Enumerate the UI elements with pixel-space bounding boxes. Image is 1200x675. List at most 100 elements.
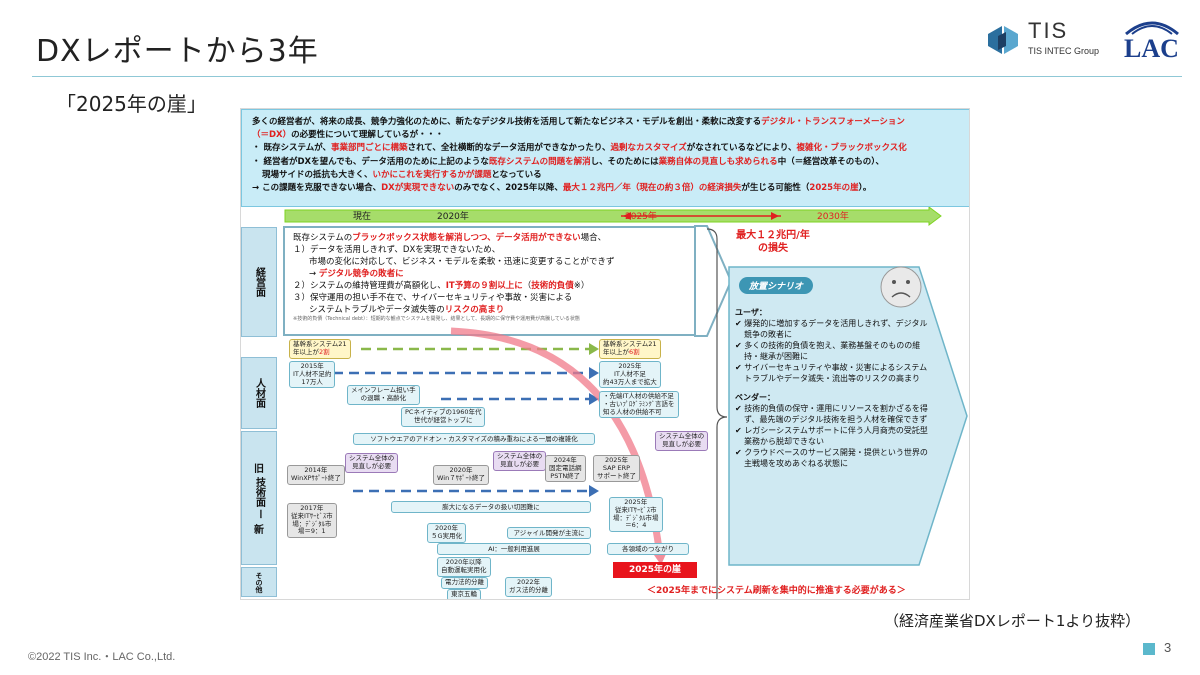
tag-text: Win７ｻﾎﾟｰﾄ終了 (437, 473, 485, 482)
scenario-user-item: ✔ 爆発的に増加するデータを活用しきれず、デジタル競争の敗者に (735, 319, 928, 340)
tag-text: 従来ITｻｰﾋﾞｽ市 (291, 511, 333, 520)
management-text: １）データを活用しきれず、DXを実現できないため、 (293, 245, 501, 256)
tech-2024-tag: 2024年 固定電話網 PSTN終了 (545, 455, 586, 483)
scenario-vendor-heading: ベンダー： (735, 393, 775, 403)
whole-review-left-tag: システム全体の 見直しが必要 (345, 453, 399, 473)
summary-text: の必要性について理解しているが・・・ (291, 130, 444, 141)
people-2025-tag: 2025年 IT人材不足 約43万人まで拡大 (599, 361, 661, 389)
sad-face-icon (880, 266, 922, 308)
tab-other: その他 (241, 567, 277, 597)
loss-suffix: の損失 (758, 243, 788, 254)
tab-technology-old: 旧 (254, 464, 264, 475)
timeline-bracket (706, 228, 728, 599)
tag-year: 2020年 (449, 466, 473, 474)
tag-year: 2014年 (304, 466, 328, 474)
management-text: 市場の変化に対応して、ビジネス・モデルを柔軟・迅速に変更することができず (309, 257, 615, 268)
tag-year: 2024年 (553, 456, 577, 464)
management-text: ※） (573, 281, 590, 292)
summary-text: されて、全社横断的なデータ活用ができなかったり、 (407, 143, 611, 154)
tech-2020-tag: 2020年 Win７ｻﾎﾟｰﾄ終了 (433, 465, 489, 485)
scenario-vendor-item: ✔ クラウドベースのサービス開発・提供という世界の主戦場を攻めあぐねる状態に (735, 448, 928, 469)
tag-text-emphasis: 2割 (319, 347, 330, 356)
timeline-2030: 2030年 (817, 212, 849, 222)
summary-text-emphasis: DXが実現できない (381, 182, 455, 193)
core-system-left-tag: 基幹系システム21 年以上が2割 (289, 339, 351, 359)
dx-report-diagram: 多くの経営者が、将来の成長、競争力強化のために、新たなデジタル技術を活用して新た… (240, 108, 970, 600)
summary-text: が生じる可能性（ (741, 182, 810, 193)
tag-year: 2025年 (618, 362, 642, 370)
tag-text: 場：ﾃﾞｼﾞﾀﾙ市 (292, 519, 332, 528)
tag-text: 見直しが必要 (662, 439, 702, 448)
copyright: ©2022 TIS Inc.・LAC Co.,Ltd. (28, 651, 176, 663)
scenario-vendor-item: ✔ 技術的負債の保守・運用にリソースを割かざるを得ず、最先端のデジタル技術を担う… (735, 404, 928, 425)
slide-subtitle: 「2025年の崖」 (56, 92, 207, 116)
tis-logo: TIS TIS INTEC Group (984, 18, 1114, 62)
tech-2014-tag: 2014年 WinXPｻﾎﾟｰﾄ終了 (287, 465, 345, 485)
tag-text: 知る人材の供給不可 (603, 407, 662, 416)
tag-text: PCネイティブの1960年代 (405, 408, 482, 416)
tag-text: 見直しが必要 (500, 459, 540, 468)
management-box: 既存システムのブラックボックス状態を解消しつつ、データ活用ができない場合、 １）… (283, 226, 697, 336)
summary-text: 現場サイドの抵抗も大きく、 (262, 169, 373, 180)
management-text-emphasis: デジタル競争の敗者に (318, 269, 404, 280)
tag-text: 従来ITｻｰﾋﾞｽ市 (614, 505, 657, 514)
scenario-user-heading: ユーザ： (735, 308, 767, 317)
scenario-user-item: ✔ 多くの技術的負債を抱え、業務基盤そのものの維持・継承が困難に (735, 341, 921, 362)
mainframe-tag: メインフレーム担い手 の退職・高齢化 (347, 385, 420, 405)
tag-year: 2015年 (300, 362, 324, 370)
advanced-it-tag: ・先端IT人材の供給不足 ・古いﾌﾟﾛｸﾞﾗﾐﾝｸﾞ言語を 知る人材の供給不可 (599, 391, 679, 419)
scenario-arrow-shape (728, 266, 968, 566)
tag-year: 2025年 (604, 456, 629, 464)
summary-text: 多くの経営者が、将来の成長、競争力強化のために、新たなデジタル技術を活用して新た… (252, 117, 762, 127)
summary-text-emphasis: 既存システムの問題を解消 (488, 156, 591, 167)
tag-year: 2022年 (516, 578, 541, 586)
source-citation: （経済産業省DXレポート1より抜粋） (884, 612, 1141, 630)
scenario-content: ユーザ： ✔ 爆発的に増加するデータを活用しきれず、デジタル競争の敗者に ✔ 多… (735, 303, 931, 469)
bottom-message: ＜2025年までにシステム刷新を集中的に推進する必要がある＞ (647, 586, 906, 596)
technical-debt-note: ※技術的負債（Technical debt）：短期的な観点でシステムを開発し、結… (293, 316, 580, 323)
lac-logo: LAC (1120, 16, 1184, 64)
page-number: 3 (1164, 640, 1172, 655)
summary-text-emphasis: （＝DX） (252, 130, 292, 141)
tab-technology: 旧 技術面 ー 新 (241, 431, 277, 565)
management-text-emphasis: リスクの高まり (444, 305, 505, 316)
addon-band: ソフトウエアのアドオン・カスタマイズの積み重ねによる一層の複雑化 (353, 433, 595, 445)
connect-band: 各領域のつながり (607, 543, 689, 555)
tag-text: 場＝9：1 (297, 527, 326, 536)
management-arrow: → (309, 269, 317, 280)
summary-text: し、そのためには (590, 156, 659, 167)
tag-text: システム全体の (497, 452, 543, 460)
tech-5g-tag: 2020年 ５G実用化 (427, 523, 467, 543)
other-auto-tag: 2020年以降 自動運転実用化 (437, 557, 491, 577)
summary-text: となっている (491, 169, 542, 180)
tag-text: ガス法的分離 (509, 585, 548, 594)
management-text: （ (522, 281, 532, 292)
other-olympics-tag: 東京五輪 (447, 589, 481, 599)
lac-logo-arc-icon (1125, 21, 1179, 36)
tag-text: SAP ERP (602, 463, 631, 472)
tag-year: 2025年 (624, 498, 648, 506)
tag-text: ５G実用化 (431, 531, 463, 540)
tag-text: 基幹系システム21 (603, 340, 657, 348)
summary-text: ）。 (858, 182, 872, 193)
tag-year: 2017年 (300, 504, 324, 512)
tech-2017-tag: 2017年 従来ITｻｰﾋﾞｽ市 場：ﾃﾞｼﾞﾀﾙ市 場＝9：1 (287, 503, 337, 539)
other-gas-tag: 2022年 ガス法的分離 (505, 577, 552, 597)
summary-text: のみでなく、2025年以降、 (454, 182, 563, 193)
tag-text: 固定電話網 (549, 463, 582, 472)
data-band: 膨大になるデータの扱い切困難に (391, 501, 591, 513)
management-text: ２）システムの維持管理費が高額化し、 (293, 281, 446, 292)
whole-review-mid-tag: システム全体の 見直しが必要 (493, 451, 547, 471)
pc-native-tag: PCネイティブの1960年代 世代が経営トップに (401, 407, 486, 427)
tab-technology-label: 技術面 (253, 477, 265, 507)
summary-text: ・ 既存システムが、 (252, 143, 332, 154)
timeline-arrow (284, 207, 942, 226)
tag-text: PSTN終了 (550, 471, 581, 480)
summary-text-emphasis: 最大１２兆円／年（現在の約３倍）の経済損失 (562, 182, 742, 193)
other-power-tag: 電力法的分離 (441, 577, 488, 589)
tag-text: ＝6：4 (625, 521, 647, 530)
tag-text: IT人材不足 (613, 369, 646, 378)
tag-text: の退職・高齢化 (360, 393, 407, 402)
loss-label: 最大１２兆円/年 の損失 (733, 229, 813, 255)
tag-text: ・古いﾌﾟﾛｸﾞﾗﾐﾝｸﾞ言語を (603, 399, 675, 408)
